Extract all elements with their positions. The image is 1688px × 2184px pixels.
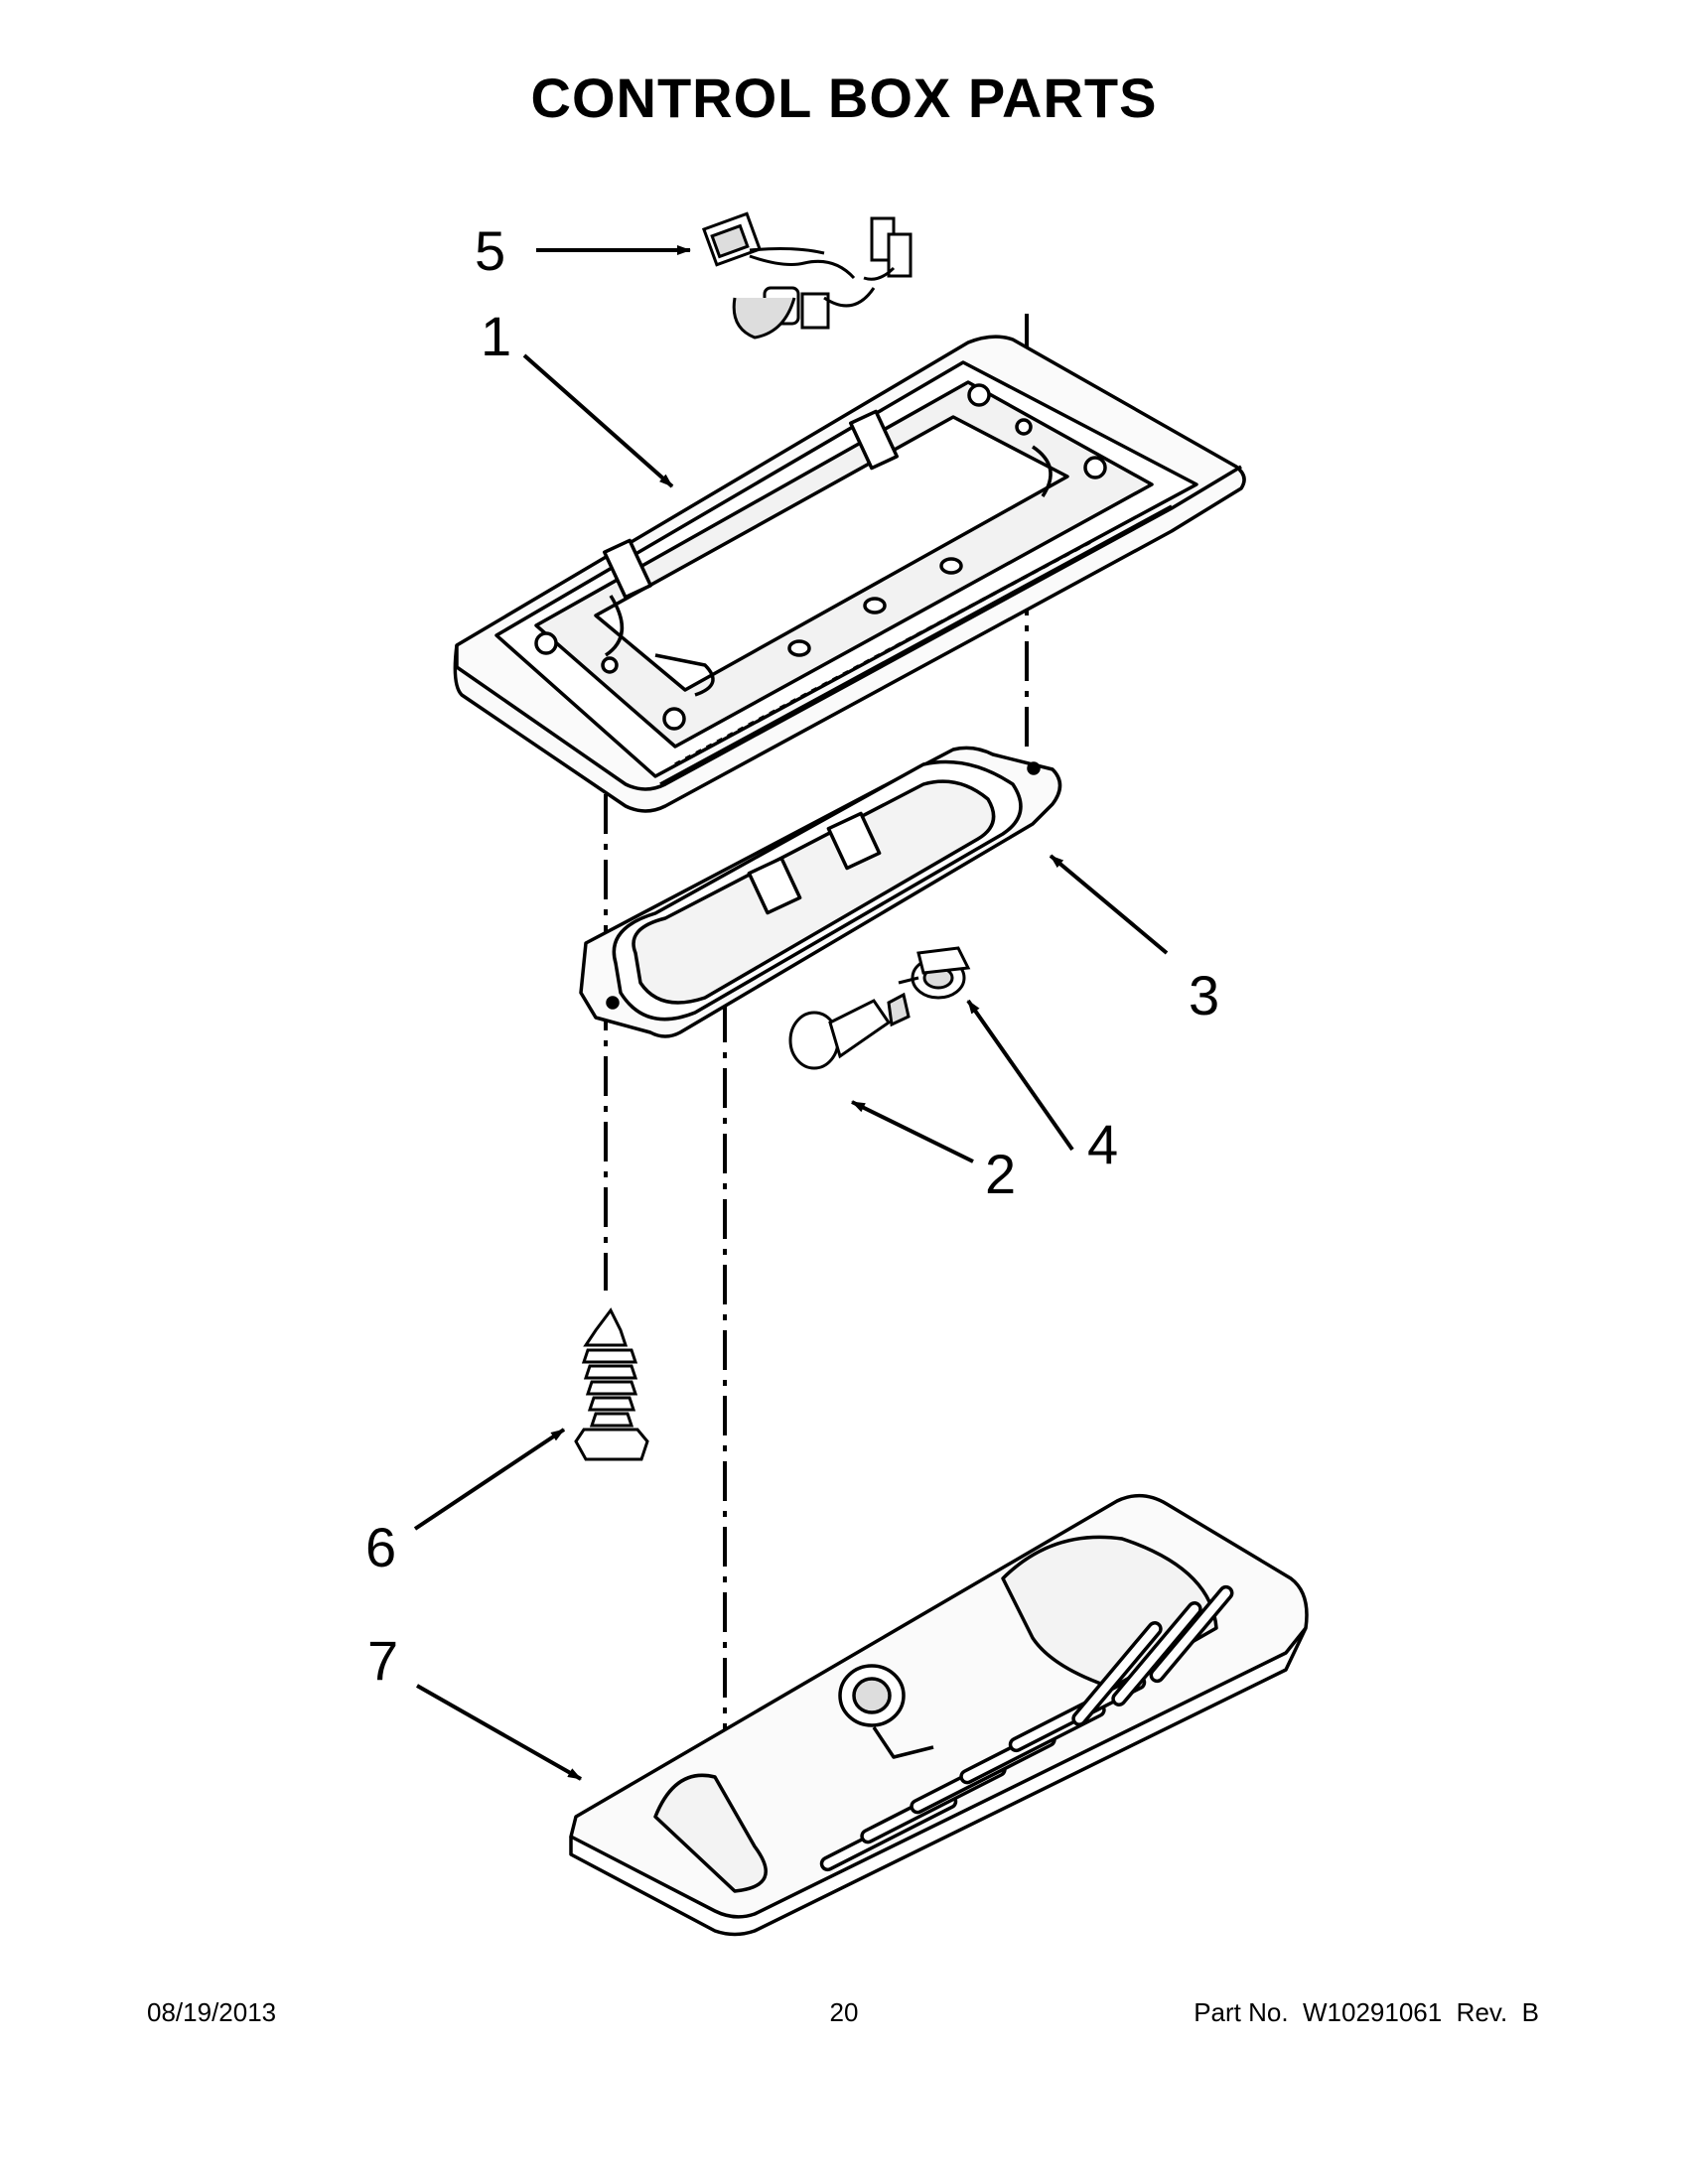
wire-harness-part-5 — [701, 211, 913, 340]
screw-part-6 — [574, 1307, 649, 1461]
bottom-cover-part-7 — [569, 1494, 1309, 1937]
leader-arrow-7 — [416, 1684, 582, 1781]
callout-2: 2 — [985, 1143, 1016, 1205]
footer-date: 08/19/2013 — [147, 1997, 277, 2027]
leader-arrow-3 — [1049, 854, 1169, 955]
callout-1: 1 — [481, 305, 511, 367]
callout-6: 6 — [365, 1516, 396, 1578]
callout-5: 5 — [475, 219, 505, 282]
leader-arrow-6 — [413, 1428, 566, 1531]
callout-4: 4 — [1087, 1113, 1118, 1175]
bulb-part-2 — [788, 992, 911, 1070]
page-title: CONTROL BOX PARTS — [530, 67, 1158, 129]
callout-labels: 5 1 3 4 2 6 7 — [365, 219, 1219, 1692]
leader-arrow-2 — [851, 1100, 974, 1163]
callout-7: 7 — [367, 1629, 398, 1692]
leader-arrows — [413, 245, 1169, 1781]
socket-part-4 — [898, 946, 971, 1000]
leader-arrow-4 — [966, 999, 1074, 1152]
control-box-frame-part-1 — [453, 335, 1246, 813]
footer-part-number: Part No. W10291061 Rev. B — [1194, 1997, 1539, 2027]
footer-page-number: 20 — [829, 1997, 859, 2027]
callout-3: 3 — [1189, 964, 1219, 1026]
leader-arrow-1 — [522, 353, 674, 488]
light-housing-part-3 — [579, 746, 1062, 1038]
